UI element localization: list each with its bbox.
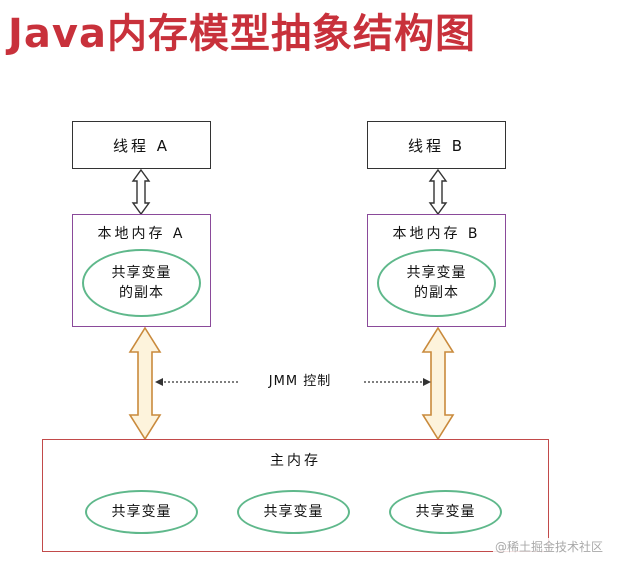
shared-variable-ellipse: 共享变量 xyxy=(85,490,198,534)
jmm-arrowhead-left xyxy=(155,378,163,386)
local-memory-b-box: 本地内存 B 共享变量 的副本 xyxy=(367,214,506,327)
local-a-copy-ellipse: 共享变量 的副本 xyxy=(82,249,201,317)
local-a-copy-line1: 共享变量 xyxy=(111,265,172,281)
local-memory-a-box: 本地内存 A 共享变量 的副本 xyxy=(72,214,211,327)
shared-variable-label: 共享变量 xyxy=(415,504,476,520)
local-b-copy-line1: 共享变量 xyxy=(406,265,467,281)
main-memory-box: 主内存 共享变量 共享变量 共享变量 xyxy=(42,439,549,552)
local-memory-b-label: 本地内存 B xyxy=(392,226,481,242)
thread-a-box: 线程 A xyxy=(72,121,211,169)
local-b-copy-ellipse: 共享变量 的副本 xyxy=(377,249,496,317)
thread-b-sync-arrow xyxy=(428,168,448,216)
jmm-control-label: JMM 控制 xyxy=(238,372,362,392)
local-memory-a-label: 本地内存 A xyxy=(97,226,186,242)
diagram-title: Java内存模型抽象结构图 xyxy=(8,11,476,57)
thread-b-box: 线程 B xyxy=(367,121,506,169)
watermark: @稀土掘金技术社区 xyxy=(492,538,605,555)
main-memory-label: 主内存 xyxy=(270,453,321,469)
shared-variable-label: 共享变量 xyxy=(263,504,324,520)
jmm-arrowhead-right xyxy=(423,378,431,386)
shared-variable-label: 共享变量 xyxy=(111,504,172,520)
shared-variable-ellipse: 共享变量 xyxy=(389,490,502,534)
shared-variable-ellipse: 共享变量 xyxy=(237,490,350,534)
local-b-copy-line2: 的副本 xyxy=(414,285,459,301)
thread-b-label: 线程 B xyxy=(407,136,466,155)
thread-a-sync-arrow xyxy=(131,168,151,216)
thread-a-label: 线程 A xyxy=(112,136,171,155)
local-a-copy-line2: 的副本 xyxy=(119,285,164,301)
local-a-main-arrow xyxy=(128,326,162,441)
